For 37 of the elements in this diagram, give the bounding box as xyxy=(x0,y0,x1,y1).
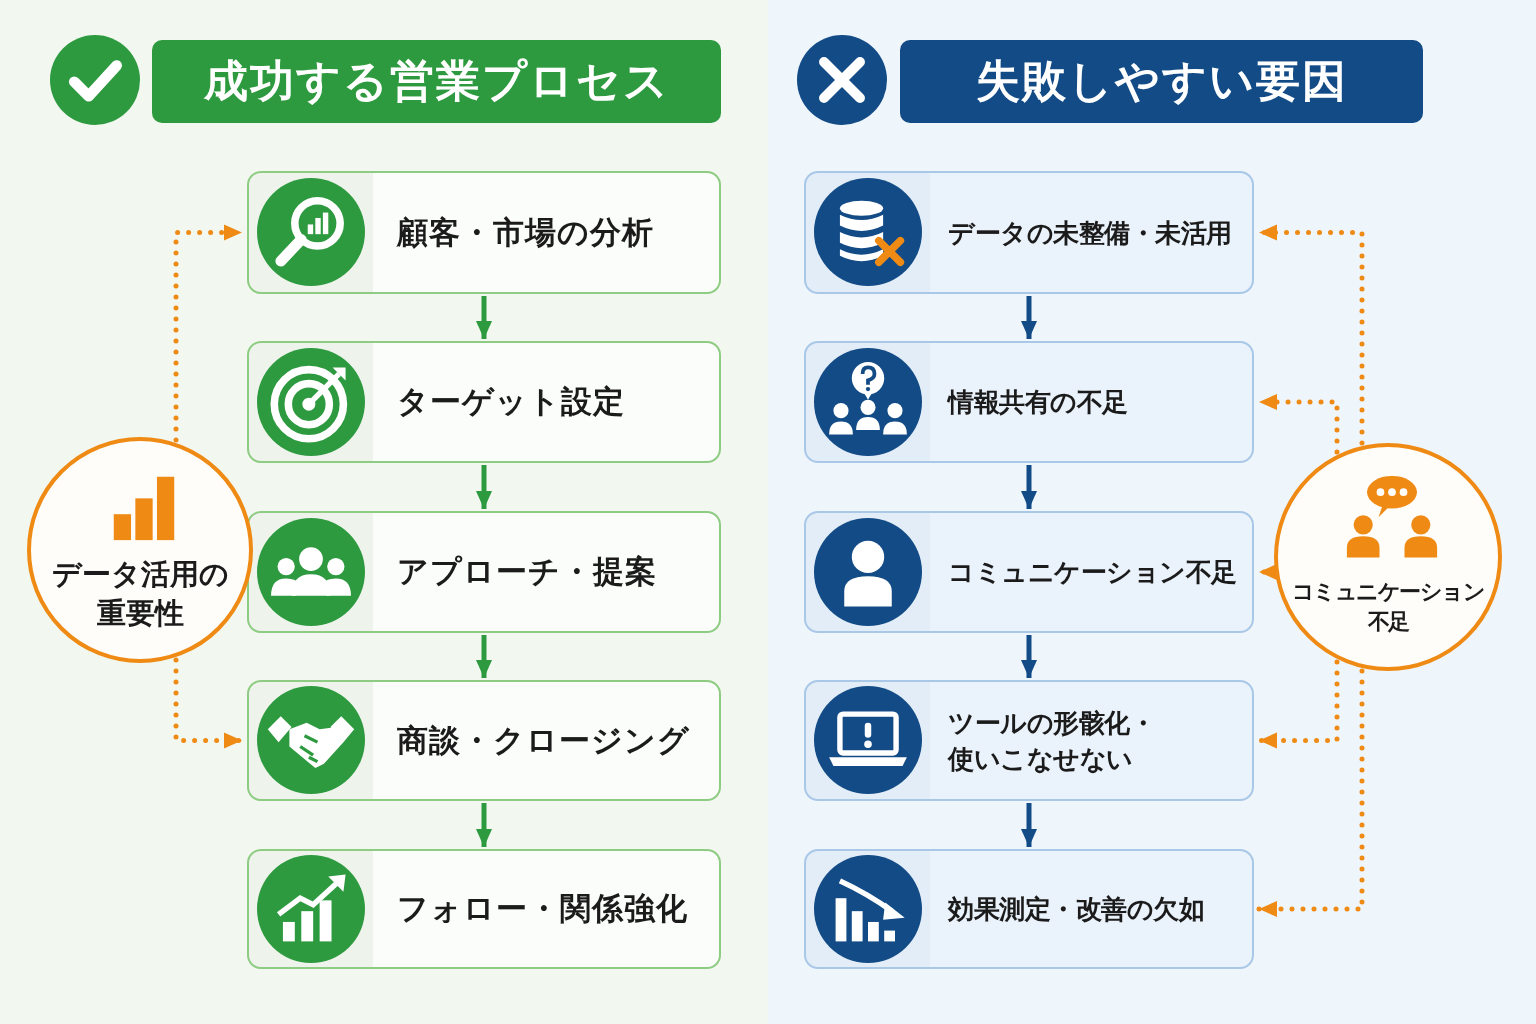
dotted-arrow xyxy=(173,657,245,749)
title-banner: 成功する営業プロセス xyxy=(152,40,721,123)
circle-text: データ活用の重要性 xyxy=(50,556,230,633)
step-box xyxy=(247,680,721,801)
arrow xyxy=(1021,465,1037,509)
dotted-arrow xyxy=(1256,659,1340,749)
step-text: アプローチ・提案 xyxy=(397,552,657,592)
arrow xyxy=(1021,803,1037,847)
title-banner: 失敗しやすい要因 xyxy=(900,40,1423,123)
step-text: 顧客・市場の分析 xyxy=(397,212,654,252)
step-box xyxy=(804,341,1254,463)
step-box xyxy=(247,849,721,969)
step-box xyxy=(247,511,721,633)
step-text: フォロー・関係強化 xyxy=(397,889,688,929)
dotted-arrow xyxy=(1256,668,1365,917)
step-text: 効果測定・改善の欠如 xyxy=(948,892,1204,926)
circle-text: コミュニケーション不足 xyxy=(1290,578,1486,636)
arrow xyxy=(476,635,492,678)
dotted-arrow xyxy=(173,224,245,443)
step-text: 商談・クロージング xyxy=(397,720,690,760)
arrow xyxy=(476,803,492,847)
step-box xyxy=(804,171,1254,294)
arrow xyxy=(1021,296,1037,339)
step-text: 情報共有の不足 xyxy=(948,385,1128,419)
arrow xyxy=(1021,635,1037,678)
step-box xyxy=(247,341,721,463)
step-box xyxy=(804,511,1254,633)
step-box xyxy=(804,680,1254,801)
step-text: ツールの形骸化・使いこなせない xyxy=(948,706,1156,776)
arrow xyxy=(476,465,492,509)
step-text: コミュニケーション不足 xyxy=(948,555,1237,589)
step-box xyxy=(804,849,1254,969)
step-text: データの未整備・未活用 xyxy=(948,216,1232,250)
arrow xyxy=(476,296,492,339)
step-box xyxy=(247,171,721,294)
step-text: ターゲット設定 xyxy=(397,382,625,422)
dotted-arrow xyxy=(1256,224,1365,446)
